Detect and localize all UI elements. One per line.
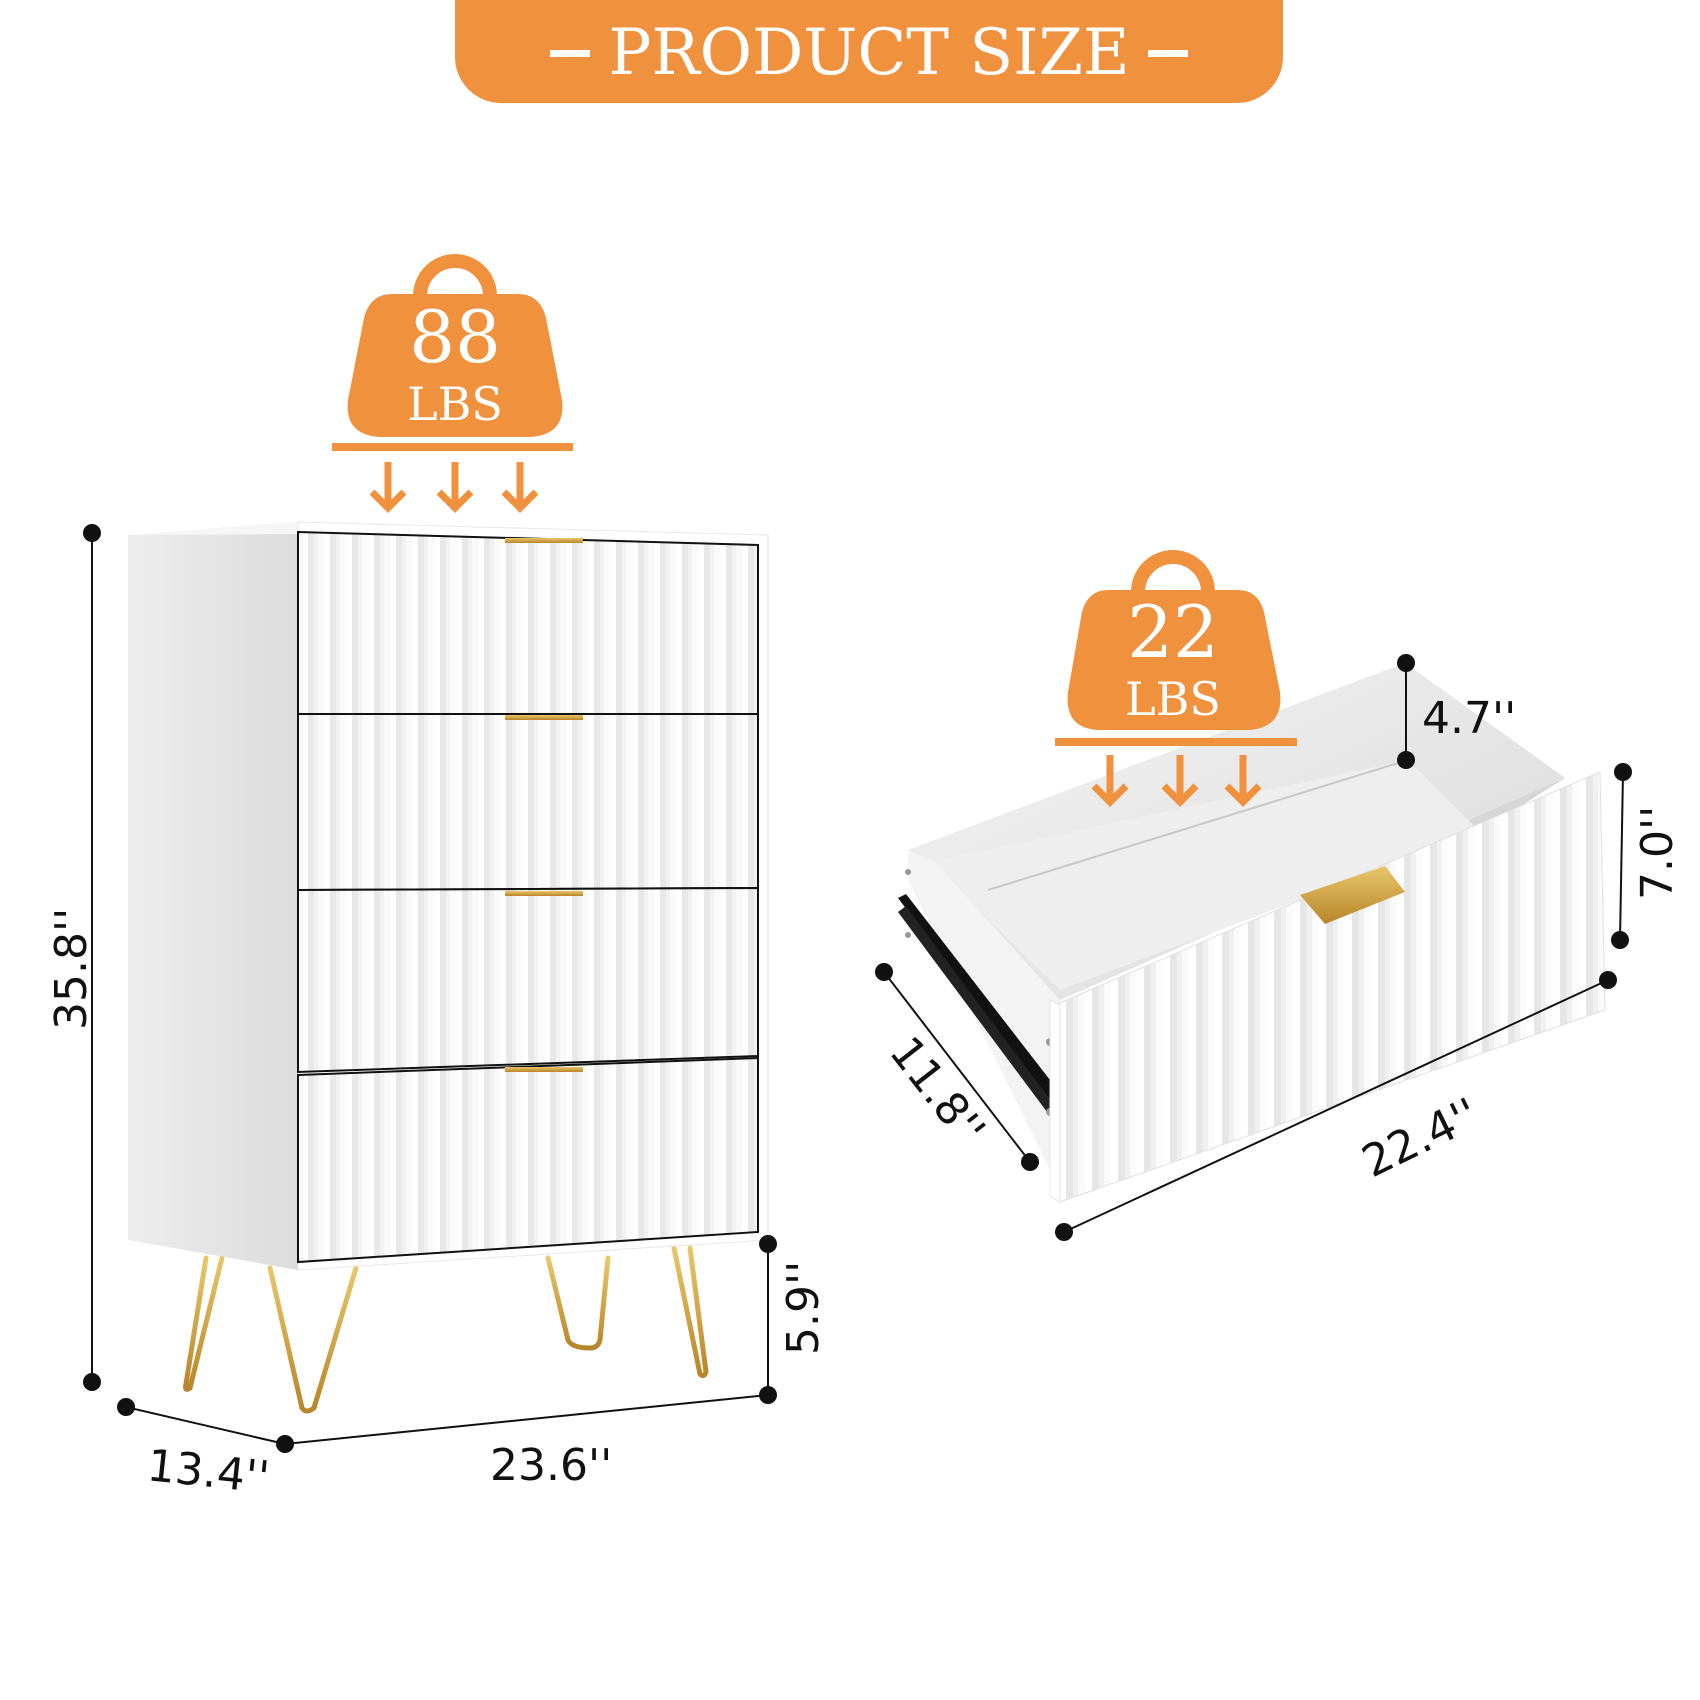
drawer-width-label: 22.4'' (1354, 1088, 1486, 1187)
drawer-handle[interactable] (505, 715, 583, 720)
depth-dimension: 13.4'' (117, 1398, 294, 1504)
hairpin-legs (183, 1245, 709, 1414)
load-shelf-line (332, 443, 573, 451)
arrow-down-icon (1091, 755, 1129, 807)
dresser-load-unit: LBS (407, 377, 503, 431)
weight-bag-icon: 22 LBS (1067, 550, 1281, 730)
drawer-bottom (930, 760, 1480, 990)
arrow-down-icon (369, 462, 407, 513)
drawer-4[interactable] (297, 1056, 759, 1264)
dresser-load-badge: 88 LBS (332, 254, 573, 513)
open-drawer-illustration (898, 663, 1606, 1203)
depth-label: 13.4'' (145, 1440, 272, 1503)
dresser-dimensions: 35.8'' 5.9'' 13.4'' 23.6'' (46, 524, 829, 1504)
height-label: 35.8'' (46, 908, 97, 1030)
down-arrows (1091, 755, 1262, 807)
arrow-down-icon (501, 462, 539, 513)
dresser-side-panel (128, 522, 298, 1270)
front-height-dimension: 7.0'' (1611, 763, 1683, 949)
drawer-depth-label: 11.8'' (879, 1027, 994, 1155)
leg-height-dimension: 5.9'' (759, 1235, 829, 1404)
drawer-handle[interactable] (505, 891, 583, 896)
banner-title-wrap: PRODUCT SIZE (532, 21, 1205, 85)
width-dimension: 23.6'' (284, 1394, 769, 1491)
title-banner: PRODUCT SIZE (455, 0, 1283, 103)
left-dash (550, 50, 591, 57)
drawer-load-value: 22 (1127, 590, 1219, 674)
drawer-1[interactable] (297, 530, 759, 715)
down-arrows (369, 462, 539, 513)
dresser-drawers (297, 530, 759, 1264)
banner-title: PRODUCT SIZE (608, 16, 1130, 90)
front-height-label: 7.0'' (1632, 806, 1683, 900)
drawer-handle[interactable] (1300, 866, 1405, 924)
load-shelf-line (1055, 738, 1297, 746)
arrow-down-icon (436, 462, 474, 513)
arrow-down-icon (1161, 755, 1199, 807)
weight-bag-icon: 88 LBS (347, 254, 563, 437)
drawer-2[interactable] (297, 713, 759, 892)
inner-depth-label: 4.7'' (1422, 693, 1516, 744)
drawer-load-unit: LBS (1125, 672, 1221, 726)
leg-height-label: 5.9'' (778, 1261, 829, 1355)
inner-depth-dimension: 4.7'' (1397, 654, 1516, 769)
drawer-handle[interactable] (505, 538, 583, 543)
dresser-load-value: 88 (409, 295, 501, 379)
drawer-slide-rail (898, 894, 1050, 1100)
right-dash (1147, 50, 1188, 57)
dresser-illustration (128, 521, 769, 1414)
arrow-down-icon (1224, 755, 1262, 807)
drawer-3[interactable] (297, 886, 759, 1074)
drawer-load-badge: 22 LBS (1055, 550, 1297, 807)
height-dimension: 35.8'' (46, 524, 101, 1391)
width-label: 23.6'' (490, 1440, 612, 1491)
drawer-handle[interactable] (505, 1067, 583, 1072)
